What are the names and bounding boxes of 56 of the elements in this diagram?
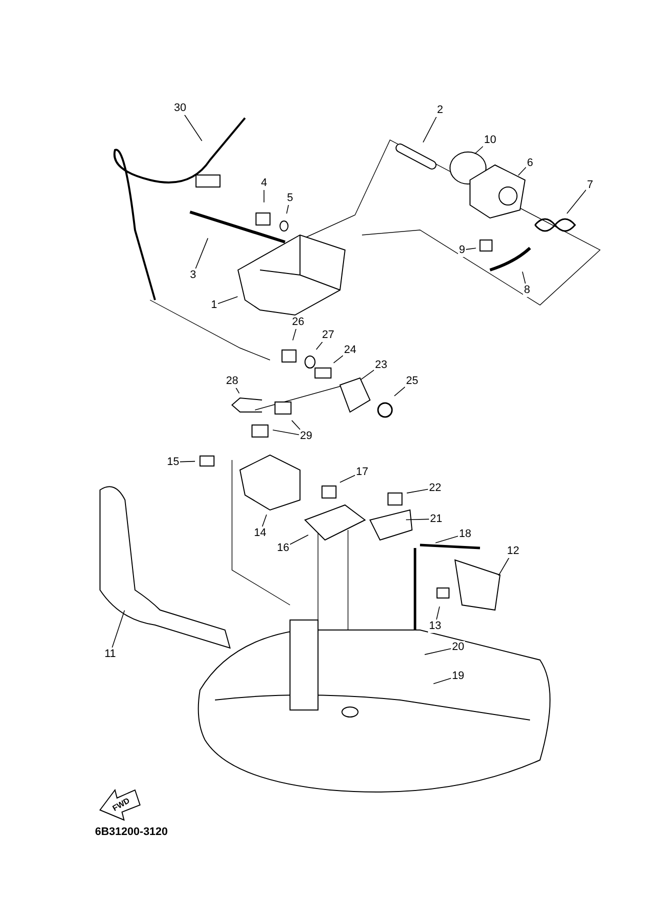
callout-number: 12	[506, 544, 520, 558]
callout-number: 30	[173, 102, 188, 114]
callout-number: 17	[355, 466, 370, 478]
leader-line	[435, 536, 458, 544]
callout-number: 13	[428, 620, 442, 632]
leader-line	[474, 146, 484, 154]
leader-line	[466, 248, 476, 250]
leader-line	[394, 386, 406, 396]
leader-line	[406, 488, 428, 494]
leader-line	[272, 430, 300, 436]
callout-number: 6	[526, 156, 534, 170]
leader-line	[292, 328, 297, 341]
callout-number: 27	[321, 328, 336, 342]
callout-number: 10	[483, 134, 498, 146]
part-number: 6B31200-3120	[95, 826, 168, 838]
callout-number: 24	[343, 344, 358, 356]
leader-line	[518, 166, 526, 176]
leader-line	[424, 648, 452, 655]
leader-line	[406, 518, 430, 520]
callout-number: 15	[166, 456, 180, 468]
fwd-label: FWD	[110, 796, 132, 813]
leader-line	[235, 387, 240, 394]
leader-line	[433, 678, 452, 684]
callout-number: 16	[276, 542, 290, 554]
leader-line	[290, 534, 309, 545]
leader-line	[184, 114, 202, 142]
leader-line	[291, 420, 300, 430]
callout-number: 18	[458, 528, 472, 540]
leader-line	[360, 370, 374, 380]
callout-number: 29	[299, 430, 314, 442]
leader-line	[195, 238, 208, 269]
callout-number: 19	[451, 670, 466, 682]
leader-line	[262, 514, 267, 527]
leader-line	[566, 190, 586, 214]
leader-line	[422, 116, 437, 143]
leader-line	[436, 606, 440, 620]
leader-line	[286, 204, 289, 214]
callout-number: 3	[189, 268, 198, 282]
callout-number: 20	[451, 640, 466, 654]
leader-line	[112, 610, 125, 648]
leader-line	[333, 355, 344, 364]
callout-number: 9	[458, 244, 466, 256]
leader-line	[316, 341, 324, 350]
callout-number: 23	[374, 358, 388, 372]
callout-number: 25	[405, 374, 420, 388]
callout-number: 8	[523, 284, 532, 296]
callout-number: 7	[586, 178, 594, 192]
callout-number: 2	[436, 104, 444, 116]
callout-number: 28	[225, 374, 240, 388]
callout-number: 5	[286, 192, 294, 204]
leader-line	[218, 296, 238, 304]
callout-number: 26	[291, 316, 306, 328]
leader-line	[498, 557, 510, 576]
leader-line	[340, 474, 356, 483]
leader-line	[180, 460, 196, 462]
leader-line	[522, 271, 526, 284]
